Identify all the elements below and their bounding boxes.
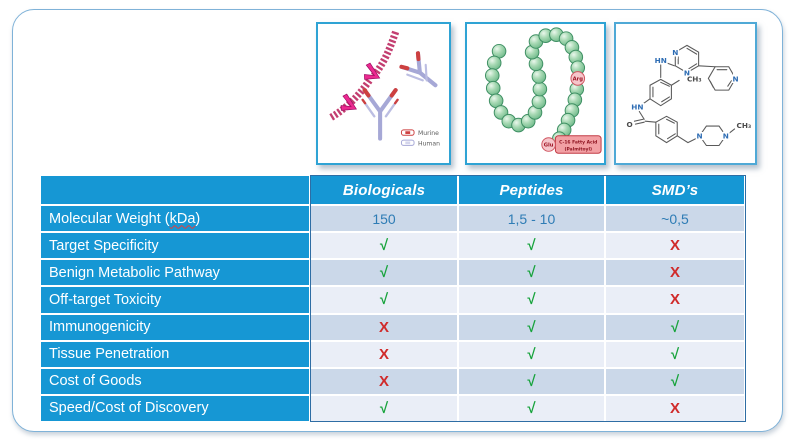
table-value-cell: √ xyxy=(311,287,457,313)
row-label-speed-cost-of-discovery: Speed/Cost of Discovery xyxy=(41,395,309,421)
comparison-table: Biologicals Peptides SMD’s Molecular Wei… xyxy=(41,175,746,422)
table-value-cell: √ xyxy=(311,233,457,259)
biologicals-figure: Murine Human xyxy=(316,22,451,165)
table-value-cell: X xyxy=(311,341,457,367)
n-atom-label: N xyxy=(697,132,703,141)
slide-card: Murine Human xyxy=(12,9,783,432)
row-label-off-target-toxicity: Off-target Toxicity xyxy=(41,287,309,313)
fatty-acid-label-line1: C-16 Fatty Acid xyxy=(559,140,597,146)
peptides-figure: Arg C-16 Fatty Acid (Palmitoyl) Glu xyxy=(465,22,606,165)
arg-bead-icon xyxy=(570,71,586,86)
table-value-cell: √ xyxy=(311,395,457,421)
row-label-cost-of-goods: Cost of Goods xyxy=(41,368,309,394)
smd-figure: N N N HN HN O CH₃ CH₃ N N xyxy=(614,22,757,165)
row-label-kda: kDa xyxy=(169,210,196,227)
table-value-cell: X xyxy=(606,395,744,421)
table-value-cell: √ xyxy=(311,260,457,286)
column-header-smd: SMD’s xyxy=(606,176,744,204)
n-atom-label: N xyxy=(733,74,739,83)
table-value-cell: √ xyxy=(459,287,604,313)
n-atom-label: N xyxy=(723,132,729,141)
table-value-cell: √ xyxy=(606,314,744,340)
n-atom-label: N xyxy=(672,48,678,57)
row-label-benign-metabolic-pathway: Benign Metabolic Pathway xyxy=(41,260,309,286)
table-value-cell: √ xyxy=(459,233,604,259)
table-value-cell: 150 xyxy=(311,206,457,232)
hn-group-label: HN xyxy=(631,103,643,112)
table-value-cell: √ xyxy=(459,395,604,421)
arg-label: Arg xyxy=(573,76,584,82)
row-label-text: ) xyxy=(195,210,201,227)
n-atom-label: N xyxy=(684,69,690,78)
table-value-cell: X xyxy=(606,233,744,259)
figure-legend: Murine Human xyxy=(400,129,440,147)
row-label-immunogenicity: Immunogenicity xyxy=(41,314,309,340)
table-value-cell: √ xyxy=(459,260,604,286)
antibody-y-icon xyxy=(361,88,399,141)
glu-bead-icon xyxy=(541,137,556,152)
table-value-cell: ~0,5 xyxy=(606,206,744,232)
column-header-biologicals: Biologicals xyxy=(311,176,457,204)
ch3-group-label: CH₃ xyxy=(737,121,752,130)
table-value-cell: X xyxy=(606,287,744,313)
legend-human-label: Human xyxy=(418,140,440,147)
row-label-target-specificity: Target Specificity xyxy=(41,233,309,259)
glu-label: Glu xyxy=(544,142,554,148)
table-value-cell: X xyxy=(606,260,744,286)
ch3-group-label: CH₃ xyxy=(687,74,702,83)
o-atom-label: O xyxy=(627,120,633,129)
table-value-cell: X xyxy=(311,368,457,394)
row-label-molecular-weight: Molecular Weight (kDa) xyxy=(41,206,309,232)
fatty-acid-label-line2: (Palmitoyl) xyxy=(564,146,592,152)
table-value-cell: 1,5 - 10 xyxy=(459,206,604,232)
table-value-cell: √ xyxy=(606,368,744,394)
legend-murine-label: Murine xyxy=(418,130,439,137)
table-value-cell: √ xyxy=(459,341,604,367)
table-value-cell: √ xyxy=(459,368,604,394)
table-corner-cell xyxy=(41,176,309,204)
receptor-arrow-icon xyxy=(340,93,357,111)
column-header-peptides: Peptides xyxy=(459,176,604,204)
table-value-cell: √ xyxy=(606,341,744,367)
table-value-cell: √ xyxy=(459,314,604,340)
peptide-chain-icon: Arg C-16 Fatty Acid (Palmitoyl) Glu xyxy=(484,27,602,154)
antibody-diagram-icon: Murine Human xyxy=(327,30,440,147)
hn-group-label: HN xyxy=(655,56,667,65)
table-value-cell: X xyxy=(311,314,457,340)
row-label-text: Molecular Weight ( xyxy=(49,210,170,227)
small-molecule-structure-icon: N N N HN HN O CH₃ CH₃ N N xyxy=(625,44,753,147)
antibody-y-icon xyxy=(399,51,438,88)
row-label-tissue-penetration: Tissue Penetration xyxy=(41,341,309,367)
receptor-arrow-icon xyxy=(364,62,381,80)
